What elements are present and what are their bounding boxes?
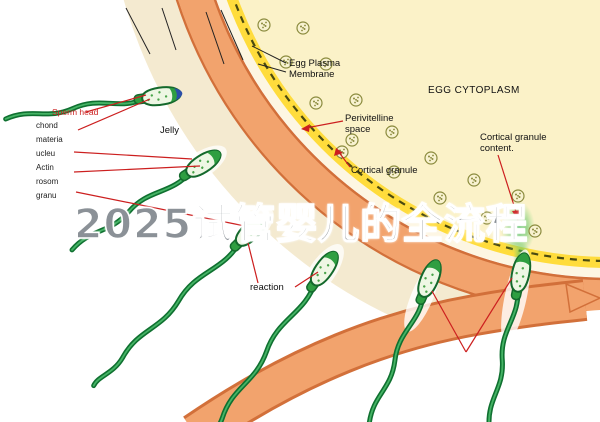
sperm-cells: [4, 83, 535, 422]
cortical-granule: [385, 125, 399, 139]
cortical-granule: [424, 151, 438, 165]
cortical-granule: [296, 21, 310, 35]
fertilization-envelope-band: [183, 279, 600, 422]
label-cortical-granule-content: Cortical granule: [480, 132, 547, 143]
label-fragment: chond: [36, 121, 58, 130]
content-arrowhead: [512, 210, 521, 221]
svg-text:space: space: [345, 124, 370, 135]
label-egg-plasma-membrane: Egg Plasma: [289, 58, 341, 69]
label-fragment: Actin: [36, 163, 54, 172]
sperm-cell-2: [64, 144, 227, 260]
leader-lines-black: [125, 7, 287, 73]
cortical-granule: [467, 173, 481, 187]
cortical-granule: [309, 96, 323, 110]
label-fragment: ucleu: [36, 149, 55, 158]
label-fragment: rosom: [36, 177, 59, 186]
labels: Egg Plasma Membrane EGG CYTOPLASM Perivi…: [36, 58, 547, 293]
cortical-granule: [511, 189, 525, 203]
cortical-granule: [480, 211, 494, 225]
label-jelly: Jelly: [160, 125, 179, 136]
label-perivitelline-space: Perivitelline: [345, 113, 394, 124]
label-sperm-head: Sperm head: [52, 107, 99, 117]
cortical-granule: [528, 224, 542, 238]
cortical-granule-arrowhead: [334, 148, 343, 156]
label-reaction: reaction: [250, 282, 284, 293]
svg-text:content.: content.: [480, 143, 514, 154]
perivitelline-arrowhead: [301, 124, 310, 132]
sperm-cell-3: [83, 208, 274, 393]
label-fragment: materia: [36, 135, 63, 144]
sperm-cell-1: [4, 83, 184, 127]
label-fragment: granu: [36, 191, 56, 200]
cortical-granule: [349, 93, 363, 107]
cortical-granule: [257, 18, 271, 32]
label-cortical-granule: Cortical granule: [351, 165, 418, 176]
cortical-granule: [345, 133, 359, 147]
sperm-cell-6: [477, 249, 535, 422]
sperm-cell-4: [187, 244, 344, 422]
cortical-granule: [433, 191, 447, 205]
direction-arrowhead: [565, 282, 600, 314]
svg-text:Membrane: Membrane: [289, 69, 334, 80]
leader-lines-red: [73, 94, 521, 353]
label-egg-cytoplasm: EGG CYTOPLASM: [428, 85, 520, 96]
sperm-cell-5: [358, 256, 447, 422]
acrosome-tip: [174, 88, 183, 101]
